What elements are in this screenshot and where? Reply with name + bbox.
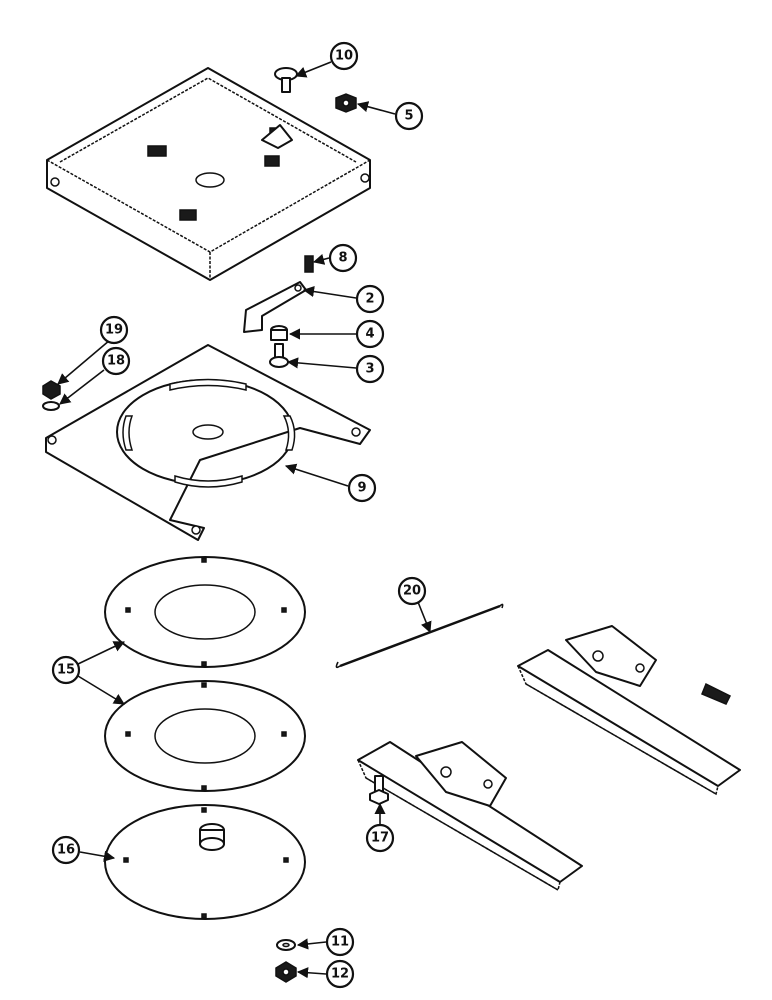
washer-part-11	[276, 939, 296, 951]
callout-2: 2	[355, 284, 385, 314]
callout-8: 8	[328, 243, 358, 273]
callout-4: 4	[355, 319, 385, 349]
callout-15: 15	[51, 655, 81, 685]
bushing-part-4	[270, 325, 288, 341]
washer-part-18	[42, 401, 60, 411]
leader-lines	[57, 61, 432, 979]
callout-label-8: 8	[338, 251, 347, 266]
callout-20: 20	[397, 576, 427, 606]
callout-17: 17	[365, 823, 395, 853]
callout-label-4: 4	[365, 327, 374, 342]
callout-label-9: 9	[357, 481, 366, 496]
callout-11: 11	[325, 927, 355, 957]
nut-part-5	[335, 93, 357, 113]
callout-9: 9	[347, 473, 377, 503]
latch-lever-part-2	[243, 281, 307, 333]
screw-part-3	[269, 343, 289, 368]
callout-label-18: 18	[107, 354, 125, 369]
callout-10: 10	[329, 41, 359, 71]
rod-part-20	[335, 603, 504, 669]
nut-part-12	[275, 961, 297, 983]
seat-slide-rail-lower	[357, 741, 583, 892]
washer-plate-part-15-upper	[104, 556, 306, 668]
callout-label-11: 11	[331, 935, 349, 950]
callout-label-5: 5	[404, 109, 413, 124]
nut-part-19	[42, 380, 61, 400]
callout-label-2: 2	[365, 292, 374, 307]
callout-label-10: 10	[335, 49, 353, 64]
seat-frame	[46, 67, 371, 281]
callout-label-12: 12	[331, 967, 349, 982]
seat-slide-rail-upper	[517, 625, 741, 796]
base-plate-part-16	[104, 804, 306, 920]
callout-label-20: 20	[403, 584, 421, 599]
callout-3: 3	[355, 354, 385, 384]
callout-label-19: 19	[105, 323, 123, 338]
callout-label-15: 15	[57, 663, 75, 678]
callout-5: 5	[394, 101, 424, 131]
callout-16: 16	[51, 835, 81, 865]
callout-label-3: 3	[365, 362, 374, 377]
callout-12: 12	[325, 959, 355, 989]
callout-18: 18	[101, 346, 131, 376]
bolt-part-10	[274, 67, 298, 93]
washer-plate-part-15-lower	[104, 680, 306, 792]
bolt-part-17	[369, 775, 389, 805]
callout-19: 19	[99, 315, 129, 345]
callout-label-16: 16	[57, 843, 75, 858]
swivel-plate-part-9	[45, 344, 371, 541]
spring-pin-part-8	[304, 255, 314, 273]
callout-label-17: 17	[371, 831, 389, 846]
